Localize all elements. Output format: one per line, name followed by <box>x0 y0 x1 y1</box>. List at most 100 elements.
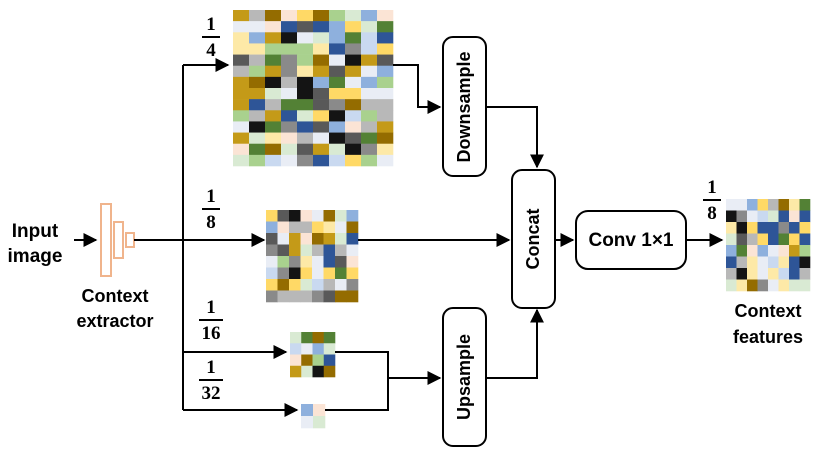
feature-cell <box>778 210 790 223</box>
feature-cell <box>277 256 290 268</box>
feature-cell <box>281 110 298 122</box>
feature-cell <box>747 279 758 292</box>
feature-cell <box>281 143 298 156</box>
feature-cell <box>789 199 800 211</box>
feature-cell <box>768 233 779 246</box>
feature-cell <box>346 290 359 303</box>
feature-cell <box>249 32 266 44</box>
input-label-line2: image <box>8 246 63 267</box>
feature-cell <box>345 54 362 67</box>
feature-cell <box>345 10 362 22</box>
feature-cell <box>768 279 779 292</box>
feature-cell <box>361 65 378 78</box>
feature-cell <box>265 110 282 122</box>
feature-cell <box>377 154 394 167</box>
feature-cell <box>290 365 302 378</box>
feature-cell <box>300 244 313 257</box>
feature-cell <box>297 88 314 100</box>
feature-cell <box>789 222 800 234</box>
feature-cell <box>329 143 346 156</box>
feature-cell <box>277 267 290 280</box>
feature-cell <box>361 43 378 55</box>
feature-cell <box>297 76 314 89</box>
feature-cell <box>281 121 298 133</box>
feature-cell <box>726 245 737 257</box>
feature-cell <box>736 210 748 223</box>
feature-cell <box>377 88 394 100</box>
feature-cell <box>361 21 378 33</box>
svg-text:8: 8 <box>206 212 216 233</box>
feature-cell <box>300 233 313 245</box>
feature-cell <box>249 65 266 78</box>
feature-cell <box>313 76 330 89</box>
feature-cell <box>249 76 266 89</box>
feature-cell <box>281 54 298 67</box>
feature-cell <box>346 210 359 222</box>
feature-cell <box>277 221 290 234</box>
feature-cell <box>249 99 266 111</box>
feature-cell <box>313 416 326 429</box>
feature-cell <box>768 256 779 269</box>
feature-cell <box>233 43 250 55</box>
feature-cell <box>297 121 314 133</box>
feature-cell <box>233 54 250 67</box>
feature-cell <box>329 110 346 122</box>
feature-cell <box>799 256 811 269</box>
edge-merge-small-maps <box>325 351 389 411</box>
feature-cell <box>345 154 362 167</box>
feature-cell <box>799 245 811 257</box>
feature-cell <box>345 65 362 78</box>
feature-cell <box>297 110 314 122</box>
feature-cell <box>289 279 301 291</box>
feature-cell <box>323 290 336 303</box>
feature-cell <box>335 221 347 234</box>
feature-map-1-4 <box>233 10 394 167</box>
concat-label: Concat <box>523 208 543 269</box>
scale-label-8: 1 8 <box>202 186 220 233</box>
feature-cell <box>345 21 362 33</box>
feature-cell <box>726 199 737 211</box>
edge-downsample-to-concat <box>486 106 544 169</box>
feature-cell <box>313 21 330 33</box>
feature-cell <box>265 21 282 33</box>
feature-cell <box>361 10 378 22</box>
feature-cell <box>281 21 298 33</box>
feature-cell <box>335 210 347 222</box>
feature-cell <box>312 256 324 268</box>
feature-cell <box>377 21 394 33</box>
feature-cell <box>346 244 359 257</box>
feature-cell <box>289 210 301 222</box>
feature-cell <box>289 256 301 268</box>
feature-cell <box>249 132 266 145</box>
feature-cell <box>313 10 330 22</box>
feature-cell <box>233 154 250 167</box>
feature-cell <box>300 290 313 303</box>
feature-cell <box>265 65 282 78</box>
feature-cell <box>300 267 313 280</box>
feature-cell <box>329 88 346 100</box>
feature-cell <box>323 354 336 367</box>
feature-cell <box>249 143 266 156</box>
feature-cell <box>233 32 250 44</box>
feature-cell <box>329 121 346 133</box>
feature-cell <box>266 233 278 245</box>
feature-cell <box>377 32 394 44</box>
feature-cell <box>289 244 301 257</box>
feature-map-1-32 <box>301 404 326 429</box>
feature-cell <box>312 279 324 291</box>
feature-cell <box>799 233 811 246</box>
feature-cell <box>377 43 394 55</box>
feature-cell <box>289 221 301 234</box>
feature-cell <box>297 43 314 55</box>
feature-cell <box>297 65 314 78</box>
feature-cell <box>329 132 346 145</box>
feature-cell <box>778 245 790 257</box>
feature-cell <box>265 76 282 89</box>
feature-cell <box>312 332 325 344</box>
feature-cell <box>265 132 282 145</box>
feature-cell <box>313 154 330 167</box>
svg-text:1: 1 <box>206 186 216 207</box>
feature-cell <box>377 54 394 67</box>
feature-cell <box>297 21 314 33</box>
feature-cell <box>249 110 266 122</box>
